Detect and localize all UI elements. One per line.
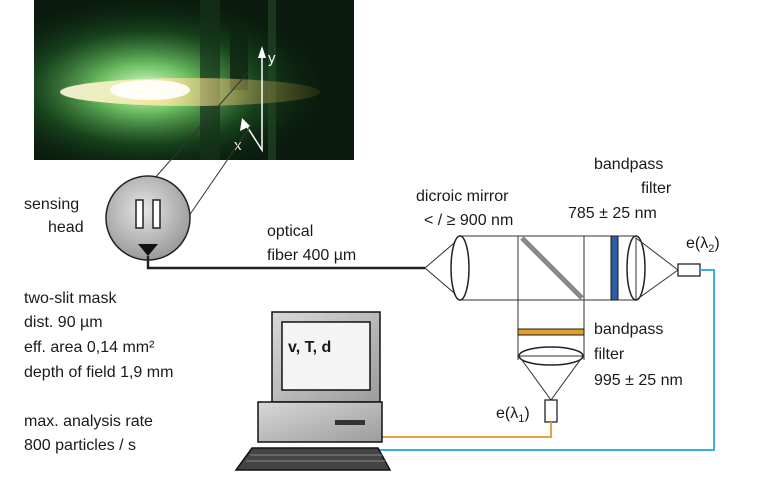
spec-line-1: two-slit mask — [24, 290, 117, 307]
spec-line-2: dist. 90 µm — [24, 314, 103, 331]
filter-top-label-3: 785 ± 25 nm — [568, 205, 657, 222]
sensing-head-label-1: sensing — [24, 196, 79, 213]
filter-bottom-label-1: bandpass — [594, 321, 663, 338]
detector-2-label: e(λ2) — [686, 235, 720, 255]
screen-text: v, T, d — [288, 339, 331, 356]
dichroic-mirror — [522, 238, 582, 298]
filter-top-label-2: filter — [641, 180, 672, 197]
sensing-head-label-2: head — [48, 219, 84, 236]
spec-line-3: eff. area 0,14 mm² — [24, 339, 155, 356]
spec-line-5: max. analysis rate — [24, 413, 153, 430]
computer — [236, 312, 390, 470]
filter-bottom-label-2: filter — [594, 346, 625, 363]
signal-cable-lambda-1 — [378, 422, 551, 437]
detector-lambda-2 — [678, 264, 700, 276]
filter-top-label-1: bandpass — [594, 156, 663, 173]
detector-1-label: e(λ1) — [496, 405, 530, 425]
optics-tube — [460, 236, 636, 300]
spec-line-6: 800 particles / s — [24, 437, 136, 454]
axis-y-label: y — [268, 50, 276, 67]
filter-bottom-label-3: 995 ± 25 nm — [594, 372, 683, 389]
bandpass-filter-785 — [611, 236, 618, 300]
computer-screen — [282, 322, 370, 390]
sensing-head — [106, 176, 190, 260]
mirror-label-2: < / ≥ 900 nm — [424, 212, 513, 229]
keyboard — [236, 448, 390, 470]
fiber-label-1: optical — [267, 223, 313, 240]
disk-drive — [335, 420, 365, 425]
spec-line-4: depth of field 1,9 mm — [24, 364, 173, 381]
focusing-lens-bottom — [519, 347, 583, 400]
bandpass-filter-995 — [518, 329, 584, 335]
spray-photo: y x — [34, 0, 354, 160]
focusing-lens-right — [627, 236, 678, 300]
detector-lambda-1 — [545, 400, 557, 422]
mirror-label-1: dicroic mirror — [416, 188, 509, 205]
fiber-label-2: fiber 400 µm — [267, 247, 356, 264]
collimator-lens — [425, 236, 469, 300]
